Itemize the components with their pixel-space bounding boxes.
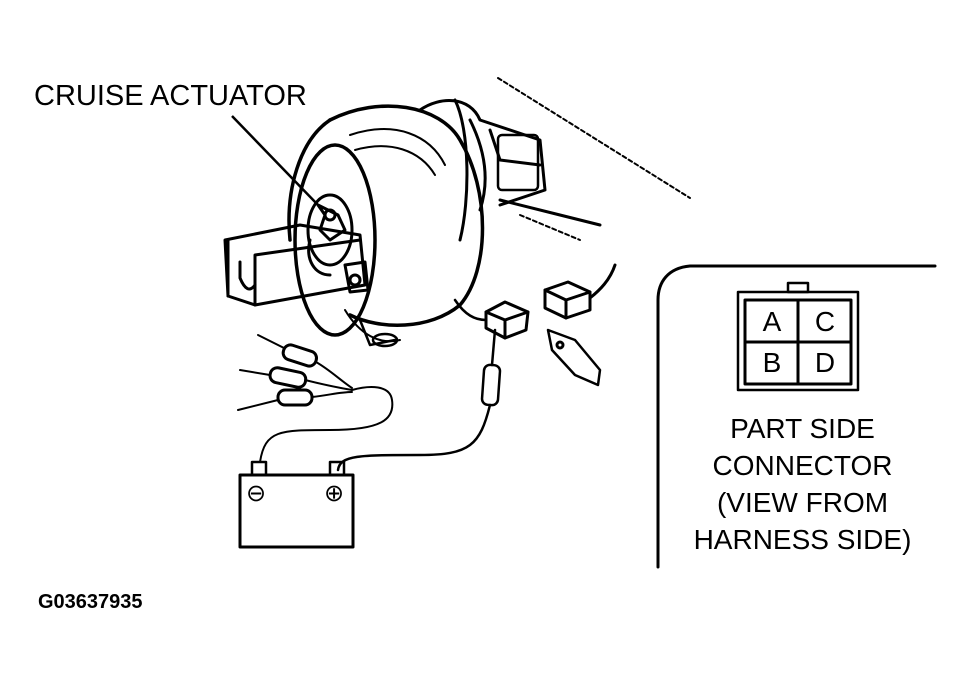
background-edge-lines [497,77,691,241]
positive-test-lead [336,328,502,472]
harness-connector [543,263,617,387]
actuator-hub [306,193,354,277]
battery-positive-terminal: ⊕ [324,480,345,507]
connector-pin-b: B [762,347,782,378]
actuator-rear-housing [418,98,602,242]
caption-line: (VIEW FROM [716,487,889,518]
connector-pin-c: C [814,306,836,337]
actuator-drum [287,104,485,348]
caption-line: PART SIDE [730,413,875,444]
connector-face [736,281,860,392]
caption-line: CONNECTOR [712,450,893,481]
connector-pin-d: D [814,347,836,378]
mounting-bracket [223,223,370,307]
battery-negative-terminal: ⊖ [246,480,267,507]
battery [238,460,355,549]
cruise-actuator-label: CRUISE ACTUATOR [34,80,307,112]
figure-id: G03637935 [38,591,143,613]
part-side-connector [453,298,530,340]
connector-caption: PART SIDE CONNECTOR (VIEW FROM HARNESS S… [665,410,940,558]
connector-detail-panel [656,264,937,569]
wire-bundle-terminals [237,334,394,463]
connector-pin-a: A [762,306,782,337]
caption-line: HARNESS SIDE) [693,524,912,555]
